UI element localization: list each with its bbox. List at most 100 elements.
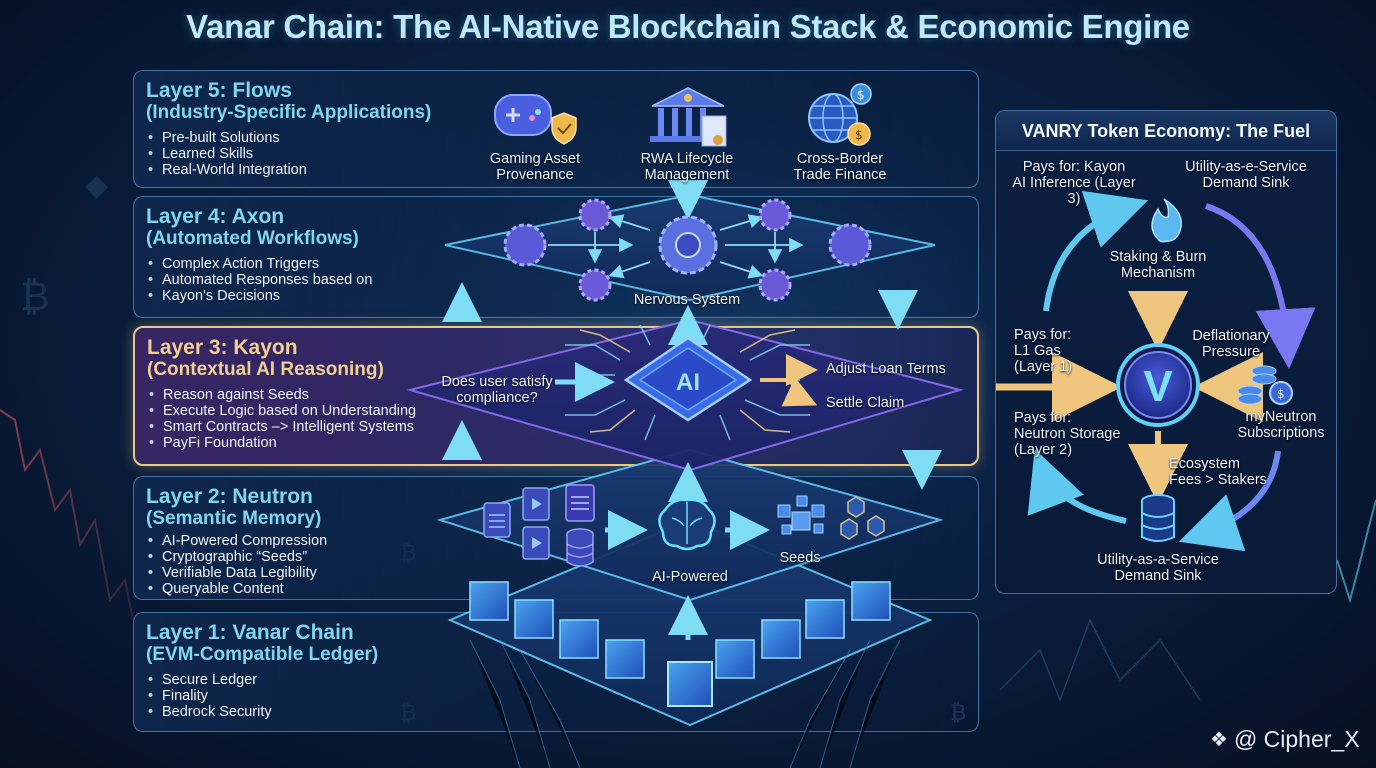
block-cube <box>851 581 891 621</box>
block-cube <box>514 599 554 639</box>
block-cube <box>667 661 713 707</box>
app-label-line: RWA Lifecycle <box>640 151 734 167</box>
vanry-token-icon: V <box>1116 343 1200 427</box>
block-cube <box>605 639 645 679</box>
ecosystem-fees-label: Ecosystem Fees > Stakers <box>1169 456 1267 488</box>
decision-branch-arrows <box>760 354 818 407</box>
seeds-icon <box>777 495 885 540</box>
gear-icon <box>758 198 792 232</box>
bullet: PayFi Foundation <box>147 435 965 451</box>
svg-text:$: $ <box>855 128 863 142</box>
flame-icon <box>1151 198 1182 243</box>
flow-arrows <box>442 180 942 640</box>
kayon-output-adjust-loan: Adjust Loan Terms <box>826 361 946 377</box>
layer-bullets: Pre-built Solutions Learned Skills Real-… <box>146 130 966 178</box>
pays-gas-label: Pays for: L1 Gas (Layer 1) <box>1014 327 1072 375</box>
bullet: Smart Contracts –> Intelligent Systems <box>147 419 965 435</box>
bank-certificate-icon <box>650 87 727 147</box>
layer-bullets: Secure Ledger Finality Bedrock Security <box>146 672 966 720</box>
gear-icon <box>503 223 547 267</box>
label-line: Pays for: <box>1014 327 1072 343</box>
bullet: Bedrock Security <box>146 704 966 720</box>
bullet: Automated Responses based on <box>146 272 966 288</box>
block-cube <box>715 639 755 679</box>
flows-app-label: RWA Lifecycle Management <box>622 151 752 183</box>
query-line: compliance? <box>456 390 538 406</box>
layer-subtitle: (Semantic Memory) <box>146 508 322 529</box>
bullet: Real-World Integration <box>146 162 966 178</box>
bullet: Queryable Content <box>146 581 966 597</box>
gear-icon <box>675 232 701 258</box>
flows-app-label: Gaming Asset Provenance <box>470 151 600 183</box>
label-line: AI Inference (Layer 3) <box>1012 175 1136 207</box>
label-line: Ecosystem <box>1169 456 1240 472</box>
blockchain-cubes <box>469 581 891 707</box>
bullet: Pre-built Solutions <box>146 130 966 146</box>
label-line: Fees > Stakers <box>1169 472 1267 488</box>
data-sources-icons <box>483 484 595 567</box>
token-flow-diagram: V $ <box>996 190 1316 552</box>
app-label-line: Cross-Border <box>796 151 884 167</box>
bullet: AI-Powered Compression <box>146 533 966 549</box>
label-line: Pays for: Kayon <box>1022 159 1126 175</box>
globe-coins-icon: $ $ <box>808 83 872 146</box>
app-label-line: Provenance <box>496 167 574 183</box>
bullet: Secure Ledger <box>146 672 966 688</box>
gear-icon <box>578 268 612 302</box>
flows-app-label: Cross-Border Trade Finance <box>775 151 905 183</box>
bullet: Execute Logic based on Understanding <box>147 403 965 419</box>
layer-title: Layer 1: Vanar Chain <box>146 621 354 644</box>
bullet: Learned Skills <box>146 146 966 162</box>
svg-text:$: $ <box>857 88 865 102</box>
bullet: Verifiable Data Legibility <box>146 565 966 581</box>
app-label-line: Gaming Asset <box>489 151 581 167</box>
label-line: Mechanism <box>1120 265 1196 281</box>
pays-storage-label: Pays for: Neutron Storage (Layer 2) <box>1014 410 1120 458</box>
bullet: Reason against Seeds <box>147 387 965 403</box>
ai-chip-icon: AI <box>565 324 810 441</box>
deflation-label: Deflationary Pressure <box>1186 328 1276 360</box>
app-label-line: Management <box>644 167 730 183</box>
layer-bullets: Complex Action Triggers Automated Respon… <box>146 256 966 304</box>
block-cube <box>559 619 599 659</box>
label-line: Demand Sink <box>1114 568 1202 584</box>
axon-gear-network <box>503 198 872 302</box>
utility-bottom-label: Utility-as-a-Service Demand Sink <box>1078 552 1238 584</box>
layer-subtitle: (Industry-Specific Applications) <box>146 102 432 123</box>
cycle-arrow <box>1205 203 1316 369</box>
label-line: Demand Sink <box>1202 175 1290 191</box>
layer-bullets: Reason against Seeds Execute Logic based… <box>147 387 965 451</box>
label-line: Pays for: <box>1014 410 1072 426</box>
kayon-output-settle-claim: Settle Claim <box>826 395 905 411</box>
label-line: Pressure <box>1201 344 1261 360</box>
subscriptions-label: myNeutron Subscriptions <box>1224 409 1338 441</box>
svg-text:$: $ <box>1277 387 1285 401</box>
background-price-line-right <box>1336 499 1376 604</box>
block-cube <box>761 619 801 659</box>
page-title: Vanar Chain: The AI-Native Blockchain St… <box>186 8 1190 45</box>
neutron-seeds-label: Seeds <box>779 550 821 566</box>
gear-icon <box>828 223 872 267</box>
label-line: Deflationary <box>1192 328 1270 344</box>
watermark-handle: @ Cipher_X <box>1233 726 1360 752</box>
layer-bullets: AI-Powered Compression Cryptographic “Se… <box>146 533 966 597</box>
label-line: Subscriptions <box>1237 425 1325 441</box>
ethereum-watermark-icon: ◆ <box>85 168 108 203</box>
label-line: (Layer 2) <box>1014 442 1073 458</box>
app-label-line: Trade Finance <box>793 167 887 183</box>
token-symbol: V <box>1143 362 1173 411</box>
layer-title: Layer 4: Axon <box>146 205 285 228</box>
label-line: myNeutron <box>1245 409 1317 425</box>
binance-logo-icon: ❖ <box>1210 729 1228 751</box>
query-line: Does user satisfy <box>441 374 553 390</box>
document-icon <box>483 502 511 538</box>
database-sink-icon <box>1141 494 1175 542</box>
gamepad-shield-icon <box>494 94 577 145</box>
layer-title: Layer 5: Flows <box>146 79 292 102</box>
label-line: Neutron Storage <box>1014 426 1121 442</box>
brain-icon <box>658 498 716 551</box>
bullet: Complex Action Triggers <box>146 256 966 272</box>
axon-label: Nervous System <box>633 292 741 308</box>
layer-subtitle: (Automated Workflows) <box>146 228 359 249</box>
